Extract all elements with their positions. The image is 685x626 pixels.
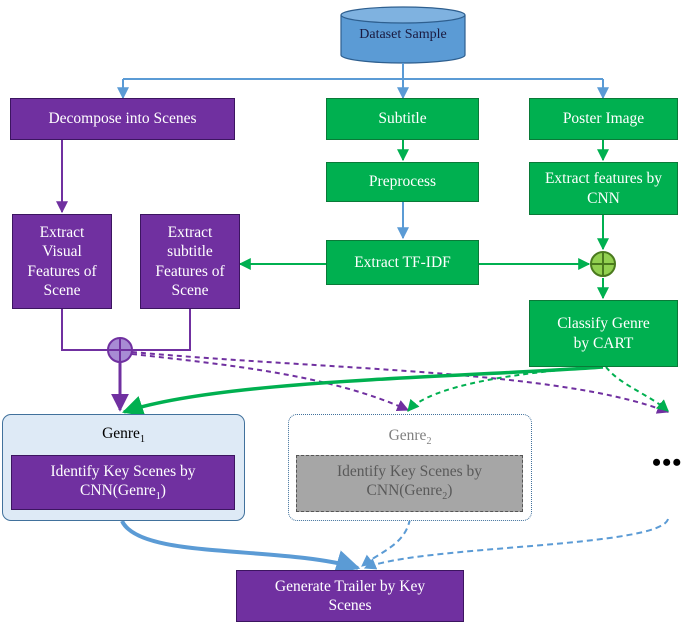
generate-trailer-box: Generate Trailer by Key Scenes xyxy=(236,570,464,622)
subtitle-box: Subtitle xyxy=(326,98,479,140)
genre-2-label: Genre2 xyxy=(388,427,432,448)
subtitle-features-box: Extract subtitle Features of Scene xyxy=(140,214,240,309)
tfidf-box: Extract TF-IDF xyxy=(326,240,479,285)
identify-key-scenes-genre-2: Identify Key Scenes by CNN(Genre2) xyxy=(296,455,523,512)
dataset-distribution-arrows xyxy=(117,63,609,100)
classify-genre-box: Classify Genre by CART xyxy=(529,300,678,367)
trailer-arrows xyxy=(120,518,669,574)
decompose-scenes-box: Decompose into Scenes xyxy=(10,98,235,140)
dataset-cylinder xyxy=(340,6,466,64)
sum-node-purple xyxy=(107,337,133,363)
poster-image-box: Poster Image xyxy=(529,98,678,140)
more-genres-ellipsis: ••• xyxy=(652,448,683,477)
extract-cnn-box: Extract features by CNN xyxy=(529,162,678,215)
preprocess-box: Preprocess xyxy=(326,162,479,202)
purple-arrows xyxy=(56,140,670,414)
genre-1-label: Genre1 xyxy=(102,425,145,446)
genre-2-group: Genre2 Identify Key Scenes by CNN(Genre2… xyxy=(288,414,532,521)
green-arrows xyxy=(122,140,669,416)
identify-key-scenes-genre-1: Identify Key Scenes by CNN(Genre1) xyxy=(11,455,235,510)
genre-1-group: Genre1 Identify Key Scenes by CNN(Genre1… xyxy=(2,414,245,521)
sum-node-green xyxy=(590,251,616,277)
visual-features-box: Extract Visual Features of Scene xyxy=(12,214,112,309)
dataset-label: Dataset Sample xyxy=(359,27,447,43)
